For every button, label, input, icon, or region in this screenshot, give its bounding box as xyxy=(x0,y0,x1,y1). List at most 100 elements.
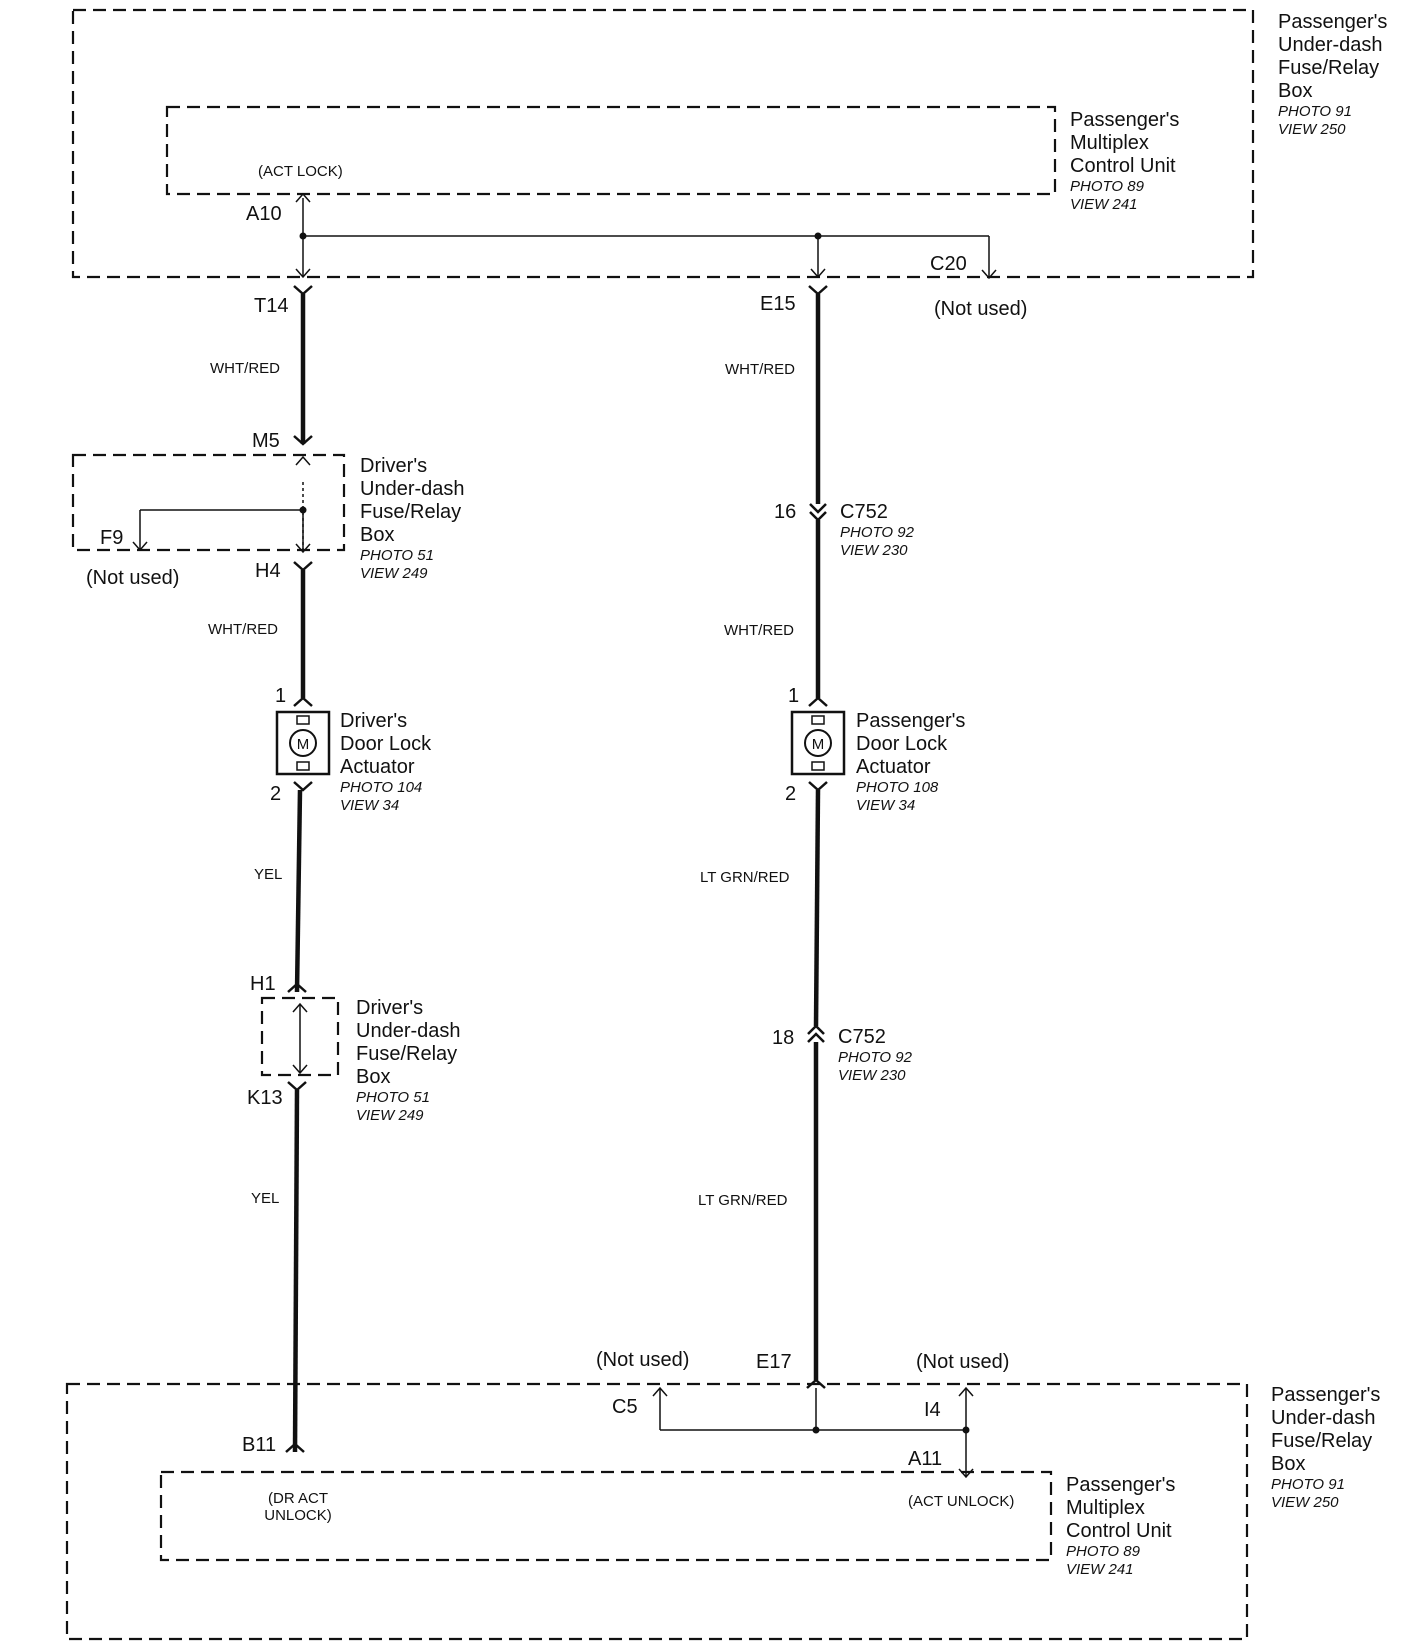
pin-e17-label: E17 xyxy=(756,1351,792,1373)
top-fuse-box-name-line: Under-dash xyxy=(1278,34,1383,56)
connector-h1 xyxy=(287,982,307,993)
c752-lower-view: VIEW 230 xyxy=(838,1067,906,1084)
c752-upper-label: C752 PHOTO 92 VIEW 230 xyxy=(840,501,915,559)
driver-fuse-box-2-outline xyxy=(260,996,340,1077)
driver-actuator-name-line: Door Lock xyxy=(340,733,432,755)
bottom-fuse-box-name-line: Box xyxy=(1271,1453,1305,1475)
driver-fuse-box-2-internal xyxy=(292,1002,308,1075)
top-fuse-box-name-line: Fuse/Relay xyxy=(1278,57,1379,79)
top-mcu-name-line: Control Unit xyxy=(1070,155,1176,177)
splice-dot xyxy=(814,232,822,240)
top-fuse-box-view: VIEW 250 xyxy=(1278,121,1346,138)
driver-motor-symbol: M xyxy=(297,736,310,753)
driver-actuator-name-line: Driver's xyxy=(340,710,407,732)
pin-18-label: 18 xyxy=(772,1027,794,1049)
driver-fuse-box-1-photo: PHOTO 51 xyxy=(360,547,434,564)
driver-fuse-box-1-name-line: Driver's xyxy=(360,455,427,477)
pin-passenger-actuator-2-label: 2 xyxy=(785,783,796,805)
top-mcu-name-line: Multiplex xyxy=(1070,132,1149,154)
bottom-fuse-box-label: Passenger's Under-dash Fuse/Relay Box PH… xyxy=(1271,1384,1380,1511)
driver-fuse-box-1-label: Driver's Under-dash Fuse/Relay Box PHOTO… xyxy=(360,455,465,582)
bottom-mcu-name-line: Multiplex xyxy=(1066,1497,1145,1519)
top-fuse-box-photo: PHOTO 91 xyxy=(1278,103,1352,120)
pin-h1-label: H1 xyxy=(250,973,276,995)
pin-c20-label: C20 xyxy=(930,253,967,275)
pin-b11-label: B11 xyxy=(242,1434,276,1456)
wire-left-3 xyxy=(294,789,303,993)
passenger-actuator-view: VIEW 34 xyxy=(856,797,915,814)
top-fuse-box-label: Passenger's Under-dash Fuse/Relay Box PH… xyxy=(1278,11,1387,138)
dr-act-unlock-label-line: UNLOCK) xyxy=(264,1507,332,1524)
passenger-actuator-name-line: Door Lock xyxy=(856,733,948,755)
bottom-mcu-label: Passenger's Multiplex Control Unit PHOTO… xyxy=(1066,1474,1175,1578)
i4-not-used-label: (Not used) xyxy=(916,1351,1009,1373)
connector-k13 xyxy=(287,1081,307,1092)
top-mcu-outline xyxy=(165,105,1057,196)
driver-fuse-box-1-outline xyxy=(71,453,346,552)
connector-t14 xyxy=(293,285,313,296)
pin-a10-label: A10 xyxy=(246,203,282,225)
passenger-actuator-name-line: Actuator xyxy=(856,756,931,778)
wire-left-4-color: YEL xyxy=(251,1190,279,1207)
pin-a11-label: A11 xyxy=(908,1448,942,1470)
connector-h4 xyxy=(293,561,313,572)
driver-fuse-box-1-name-line: Under-dash xyxy=(360,478,465,500)
driver-fuse-box-2-name-line: Box xyxy=(356,1066,390,1088)
connector-driver-actuator-2 xyxy=(293,781,313,792)
bottom-mcu-photo: PHOTO 89 xyxy=(1066,1543,1141,1560)
pin-h4-label: H4 xyxy=(255,560,281,582)
passenger-actuator-photo: PHOTO 108 xyxy=(856,779,939,796)
driver-fuse-box-2-name-line: Under-dash xyxy=(356,1020,461,1042)
driver-actuator-view: VIEW 34 xyxy=(340,797,399,814)
c752-lower-label: C752 PHOTO 92 VIEW 230 xyxy=(838,1026,913,1084)
driver-fuse-box-1-view: VIEW 249 xyxy=(360,565,428,582)
driver-fuse-box-2-view: VIEW 249 xyxy=(356,1107,424,1124)
pin-m5-label: M5 xyxy=(252,430,280,452)
passenger-motor-symbol: M xyxy=(812,736,825,753)
top-mcu-photo: PHOTO 89 xyxy=(1070,178,1145,195)
connector-c752-upper xyxy=(809,503,827,522)
driver-actuator-photo: PHOTO 104 xyxy=(340,779,422,796)
c20-not-used-label: (Not used) xyxy=(934,298,1027,320)
passenger-motor-icon xyxy=(804,729,832,757)
pin-passenger-actuator-1-label: 1 xyxy=(788,685,799,707)
pin-i4-label: I4 xyxy=(924,1399,941,1421)
top-mcu-label: Passenger's Multiplex Control Unit PHOTO… xyxy=(1070,109,1179,213)
top-fuse-box-name-line: Box xyxy=(1278,80,1312,102)
connector-c752-lower xyxy=(807,1024,825,1043)
c752-upper-name: C752 xyxy=(840,501,888,523)
dr-act-unlock-label-line: (DR ACT xyxy=(268,1490,328,1507)
c752-lower-name: C752 xyxy=(838,1026,886,1048)
bottom-fuse-box-name-line: Under-dash xyxy=(1271,1407,1376,1429)
passenger-actuator-name-line: Passenger's xyxy=(856,710,965,732)
top-internal-wiring xyxy=(295,192,997,280)
driver-fuse-box-2-label: Driver's Under-dash Fuse/Relay Box PHOTO… xyxy=(356,997,461,1124)
passenger-actuator-label: Passenger's Door Lock Actuator PHOTO 108… xyxy=(856,710,965,814)
driver-fuse-box-2-name-line: Driver's xyxy=(356,997,423,1019)
pin-t14-label: T14 xyxy=(254,295,288,317)
top-mcu-name-line: Passenger's xyxy=(1070,109,1179,131)
f9-not-used-label: (Not used) xyxy=(86,567,179,589)
pin-c5-label: C5 xyxy=(612,1396,638,1418)
connector-e17 xyxy=(806,1378,826,1389)
driver-actuator-label: Driver's Door Lock Actuator PHOTO 104 VI… xyxy=(340,710,432,814)
pin-driver-actuator-1-label: 1 xyxy=(275,685,286,707)
wire-right-3-color: LT GRN/RED xyxy=(700,869,790,886)
pin-16-label: 16 xyxy=(774,501,796,523)
c752-upper-photo: PHOTO 92 xyxy=(840,524,915,541)
bottom-internal-wiring xyxy=(294,1386,974,1479)
driver-fuse-box-1-name-line: Box xyxy=(360,524,394,546)
bottom-fuse-box-name-line: Fuse/Relay xyxy=(1271,1430,1372,1452)
pin-k13-label: K13 xyxy=(247,1087,283,1109)
c752-lower-photo: PHOTO 92 xyxy=(838,1049,913,1066)
bottom-mcu-outline xyxy=(159,1470,1053,1562)
bottom-fuse-box-outline xyxy=(65,1382,1249,1641)
connector-passenger-actuator-2 xyxy=(808,781,828,792)
wire-right-4-color: LT GRN/RED xyxy=(698,1192,788,1209)
bottom-fuse-box-name-line: Passenger's xyxy=(1271,1384,1380,1406)
wire-right-1-color: WHT/RED xyxy=(725,361,795,378)
driver-motor-icon xyxy=(289,729,317,757)
wire-right-3 xyxy=(813,789,821,1027)
